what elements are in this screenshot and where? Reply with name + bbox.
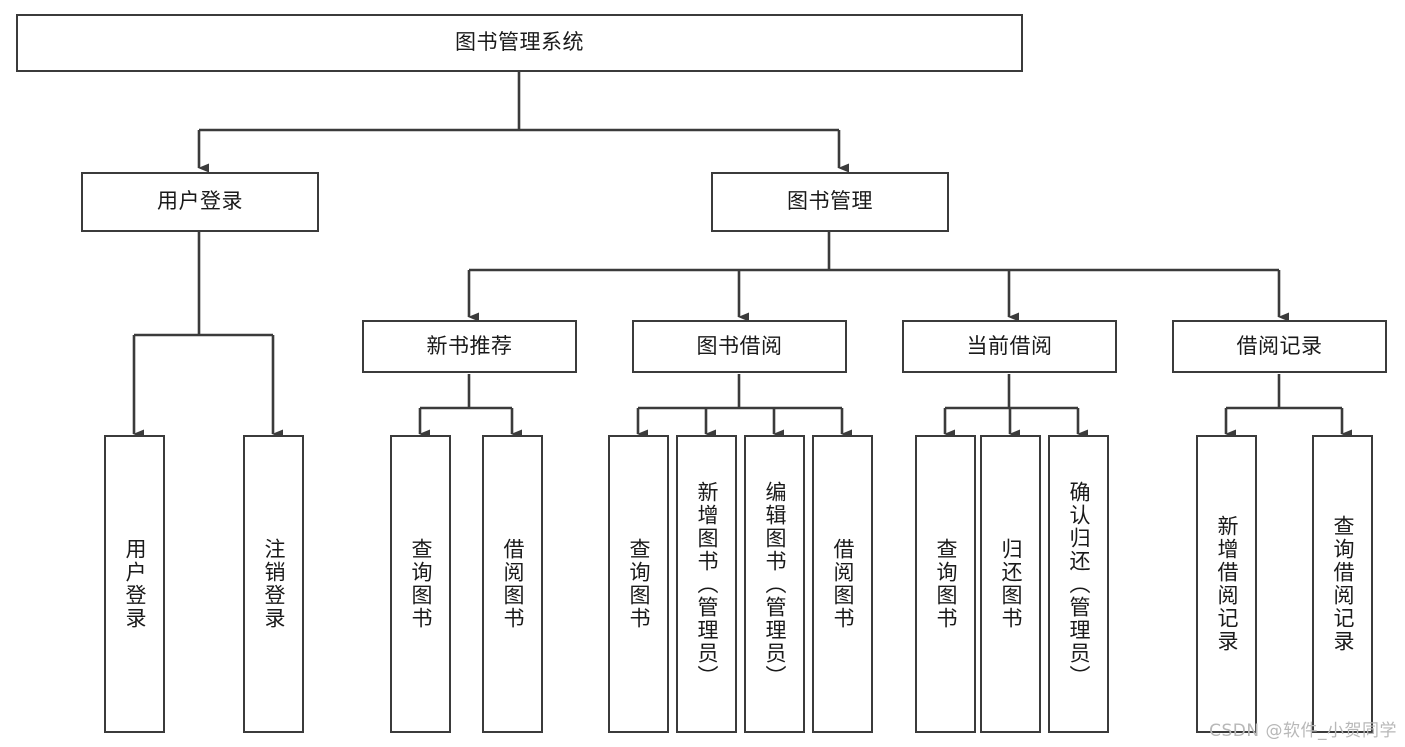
node-leaf-query-book-2-label: 查询图书 — [627, 538, 651, 630]
node-leaf-query-book-3[interactable]: 查询图书 — [915, 435, 976, 733]
node-leaf-add-record-label: 新增借阅记录 — [1215, 515, 1239, 653]
node-book-borrow[interactable]: 图书借阅 — [632, 320, 847, 373]
node-leaf-user-login[interactable]: 用户登录 — [104, 435, 165, 733]
node-leaf-query-book-1-label: 查询图书 — [409, 538, 433, 630]
node-leaf-query-book-1[interactable]: 查询图书 — [390, 435, 451, 733]
node-current-borrow[interactable]: 当前借阅 — [902, 320, 1117, 373]
node-book-manage-label: 图书管理 — [787, 189, 873, 214]
node-leaf-return-book[interactable]: 归还图书 — [980, 435, 1041, 733]
node-leaf-query-book-3-label: 查询图书 — [934, 538, 958, 630]
node-book-borrow-label: 图书借阅 — [696, 333, 783, 358]
node-leaf-query-record-label: 查询借阅记录 — [1331, 515, 1355, 653]
node-leaf-return-book-label: 归还图书 — [999, 538, 1023, 630]
node-new-book-rec[interactable]: 新书推荐 — [362, 320, 577, 373]
node-leaf-borrow-book-2-label: 借阅图书 — [831, 538, 855, 630]
node-leaf-add-book[interactable]: 新增图书（管理员） — [676, 435, 737, 733]
node-leaf-confirm-return-label: 确认归还（管理员） — [1067, 480, 1091, 688]
node-leaf-borrow-book-1-label: 借阅图书 — [501, 538, 525, 630]
node-leaf-edit-book-label: 编辑图书（管理员） — [763, 480, 787, 688]
node-leaf-query-record[interactable]: 查询借阅记录 — [1312, 435, 1373, 733]
node-leaf-add-book-label: 新增图书（管理员） — [695, 480, 719, 688]
node-leaf-borrow-book-2[interactable]: 借阅图书 — [812, 435, 873, 733]
node-root[interactable]: 图书管理系统 — [16, 14, 1023, 72]
node-user-login-label: 用户登录 — [157, 189, 243, 214]
node-leaf-user-logout-label: 注销登录 — [262, 538, 286, 630]
node-borrow-record-label: 借阅记录 — [1236, 333, 1323, 358]
node-leaf-confirm-return[interactable]: 确认归还（管理员） — [1048, 435, 1109, 733]
node-leaf-edit-book[interactable]: 编辑图书（管理员） — [744, 435, 805, 733]
node-leaf-query-book-2[interactable]: 查询图书 — [608, 435, 669, 733]
node-leaf-user-login-label: 用户登录 — [123, 538, 147, 630]
node-leaf-borrow-book-1[interactable]: 借阅图书 — [482, 435, 543, 733]
node-leaf-add-record[interactable]: 新增借阅记录 — [1196, 435, 1257, 733]
node-leaf-user-logout[interactable]: 注销登录 — [243, 435, 304, 733]
node-current-borrow-label: 当前借阅 — [966, 333, 1053, 358]
node-new-book-rec-label: 新书推荐 — [426, 333, 513, 358]
node-book-manage[interactable]: 图书管理 — [711, 172, 949, 232]
node-user-login[interactable]: 用户登录 — [81, 172, 319, 232]
node-borrow-record[interactable]: 借阅记录 — [1172, 320, 1387, 373]
node-root-label: 图书管理系统 — [455, 30, 584, 55]
